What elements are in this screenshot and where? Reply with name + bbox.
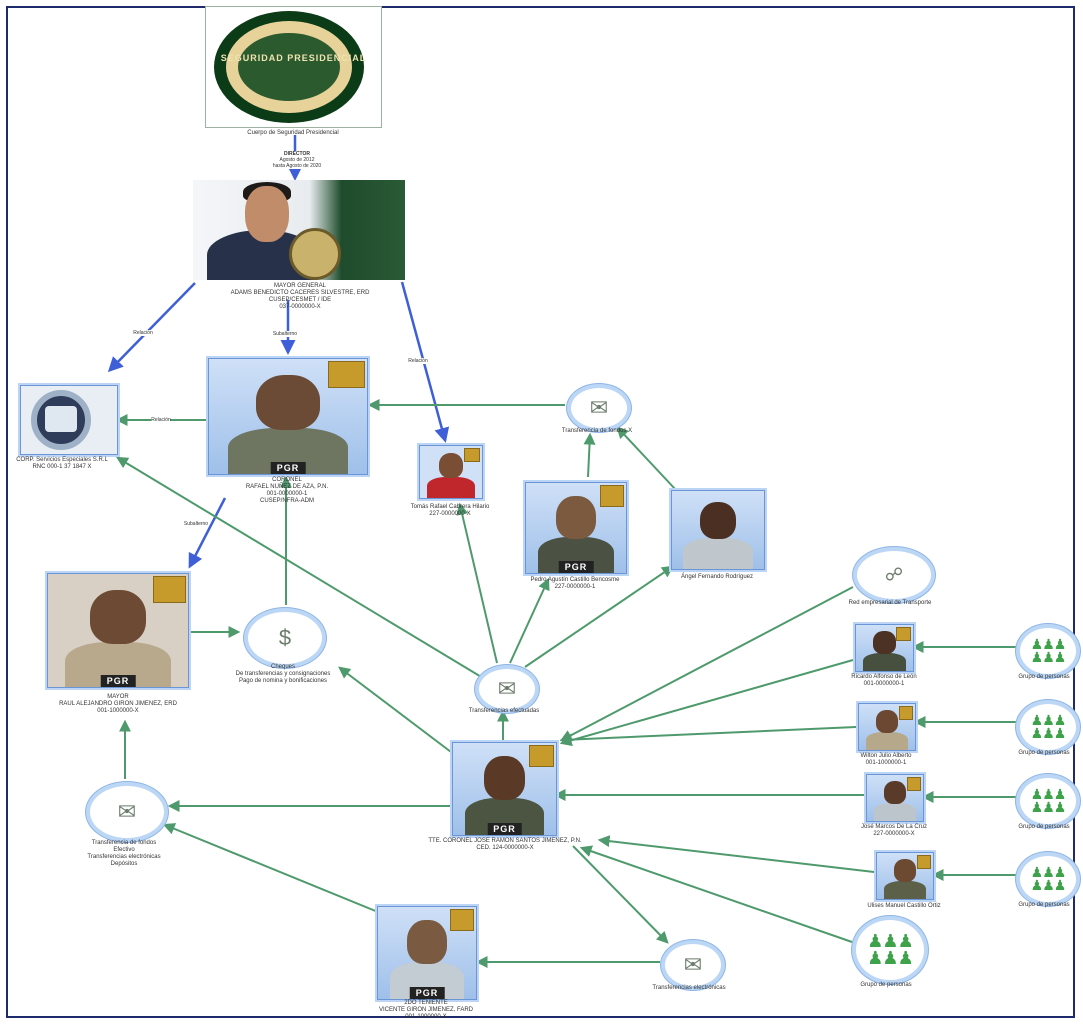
transferencias-efectuadas-label: Transferencias efectuadas (468, 708, 540, 714)
network-icon: ☍ (884, 564, 904, 585)
people-group-icon: ♟♟♟♟♟♟ (1030, 864, 1067, 893)
edge-label-subalterno-2: Subalterno (183, 521, 209, 527)
edge-ag1-to-tc (559, 659, 854, 747)
edge-trans2-to-logo2 (115, 456, 484, 679)
segundo-teniente-photo[interactable]: PGR (377, 906, 477, 1000)
edge-trans2-to-persona1 (456, 502, 498, 664)
grupo-personas-2-circle[interactable]: ♟♟♟♟♟♟ (1016, 700, 1080, 754)
edge-persona2-to-trans1 (583, 432, 596, 478)
edge-trans2-to-persona2 (509, 577, 550, 664)
diagram-frame (6, 6, 1075, 1018)
mayor-general-photo[interactable] (193, 180, 405, 280)
edge-tc-to-trans4 (572, 845, 669, 944)
grupo-personas-4-label: Grupo de personas (1018, 902, 1070, 908)
agente-4-label: Ulises Manuel Castillo Ortiz (867, 903, 941, 909)
persona-3-label: Ángel Fernando Rodríguez (680, 574, 754, 580)
red-empresarial-label: Red empresarial de Transporte (848, 600, 932, 606)
money-icon: ✉ (589, 395, 609, 420)
transferencias-electronicas-circle[interactable]: ✉ (661, 940, 725, 990)
edge-trans2-to-persona3 (524, 565, 674, 668)
people-group-icon: ♟♟♟♟♟♟ (1030, 786, 1067, 815)
teniente-coronel-label: TTE. CORONEL JOSE RAMON SANTOS JIMENEZ, … (428, 838, 582, 851)
transferencia-fondos-circle[interactable]: ✉ (86, 782, 168, 842)
red-empresarial-circle[interactable]: ☍ (853, 547, 935, 603)
edge-tc-to-cheques (338, 666, 452, 753)
agente-4-photo[interactable] (876, 852, 934, 900)
grupo-personas-4-circle[interactable]: ♟♟♟♟♟♟ (1016, 852, 1080, 906)
cash-icon: $ (278, 625, 292, 650)
edge-label-director: DIRECTOR Agosto de 2012 hasta Agosto de … (272, 151, 322, 169)
grupo-personas-grande-circle[interactable]: ♟♟♟♟♟♟ (852, 916, 928, 984)
transferencias-efectuadas-circle[interactable]: ✉ (475, 665, 539, 713)
grupo-personas-2-label: Grupo de personas (1018, 750, 1070, 756)
edge-persona3-to-trans1 (616, 426, 677, 491)
edge-red-to-tc (559, 586, 854, 742)
edge-mayor-general-to-logo2 (107, 282, 196, 373)
grupo-personas-1-circle[interactable]: ♟♟♟♟♟♟ (1016, 624, 1080, 678)
transferencia-fondos-x-label: Transferencia de fondos X (561, 428, 633, 434)
hand-money-icon: ✉ (683, 952, 703, 977)
edge-coronel-to-mayor (188, 497, 227, 569)
edge-grande-to-tc (579, 845, 853, 943)
transferencia-fondos-x-circle[interactable]: ✉ (567, 384, 631, 432)
edge-ag4-to-tc (597, 835, 875, 873)
grupo-personas-3-label: Grupo de personas (1018, 824, 1070, 830)
agente-2-photo[interactable] (858, 703, 916, 751)
people-group-icon: ♟♟♟♟♟♟ (1030, 712, 1067, 741)
logo-seal-text: SEGURIDAD PRESIDENCIAL (220, 53, 367, 63)
mayor-photo[interactable]: PGR (47, 573, 189, 688)
hand-money-icon: ✉ (497, 676, 517, 701)
transferencias-electronicas-label: Transferencias electrónicas (652, 985, 726, 991)
agente-1-photo[interactable] (855, 624, 914, 672)
money-bills-icon: ✉ (117, 799, 137, 824)
cheques-circle[interactable]: $ (244, 608, 326, 668)
edge-label-relacion-3: Relación (408, 358, 428, 364)
persona-2-photo[interactable]: PGR (525, 482, 627, 574)
people-group-icon: ♟♟♟♟♟♟ (1030, 636, 1067, 665)
company-logo-node[interactable] (20, 385, 118, 455)
grupo-personas-1-label: Grupo de personas (1018, 674, 1070, 680)
seguridad-presidencial-logo: SEGURIDAD PRESIDENCIAL (205, 6, 382, 128)
grupo-personas-grande-label: Grupo de personas (860, 982, 912, 988)
teniente-coronel-photo[interactable]: PGR (452, 742, 557, 836)
coronel-photo[interactable]: PGR (208, 358, 368, 475)
persona-3-photo[interactable] (671, 490, 765, 570)
edge-2dotte-to-trans3 (162, 823, 379, 913)
edge-label-relacion-1: Relación (133, 330, 153, 336)
people-group-icon: ♟♟♟♟♟♟ (867, 931, 913, 968)
pgr-tag: PGR (270, 462, 306, 474)
logo-caption: Cuerpo de Seguridad Presidencial (247, 130, 339, 136)
persona-1-photo[interactable] (419, 445, 483, 499)
edge-ag2-to-tc (559, 726, 857, 746)
agente-3-photo[interactable] (866, 774, 924, 822)
edge-label-subalterno-1: Subalterno (272, 331, 298, 337)
edge-label-relacion-2: Relación (151, 417, 171, 423)
grupo-personas-3-circle[interactable]: ♟♟♟♟♟♟ (1016, 774, 1080, 828)
